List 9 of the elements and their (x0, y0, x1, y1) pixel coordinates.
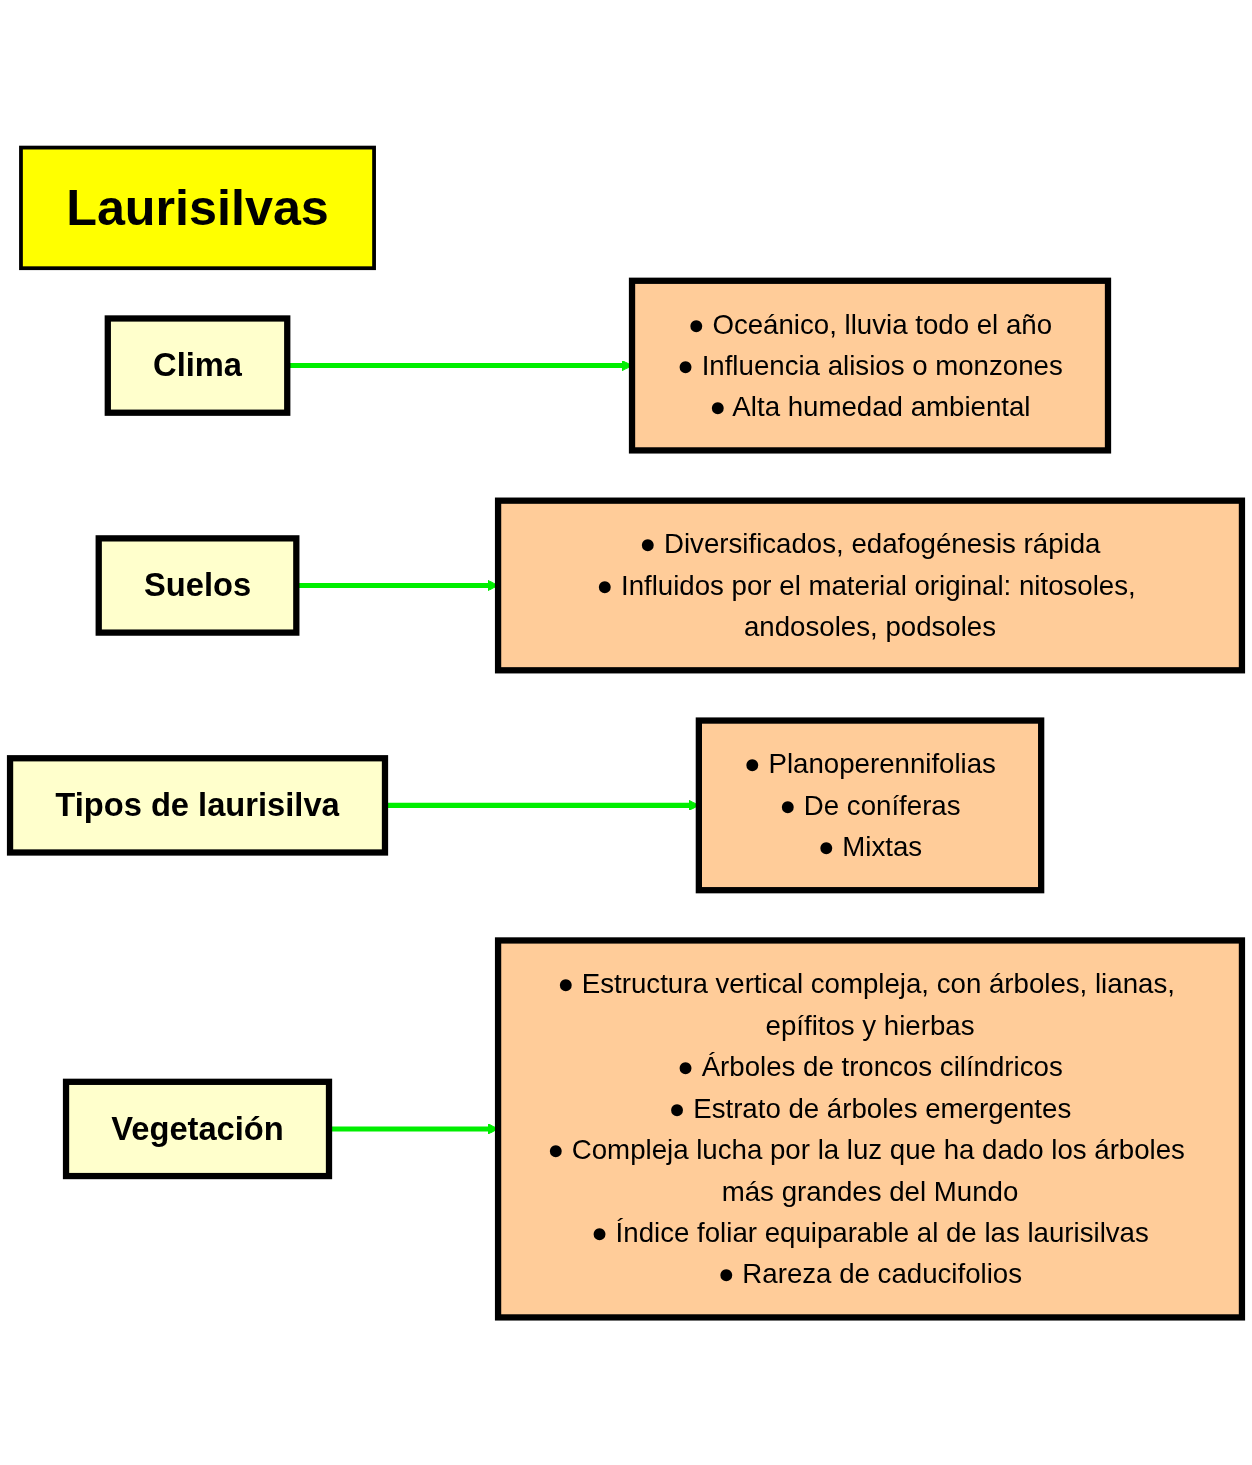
node-box: Clima (104, 315, 291, 416)
node-box: ● Planoperennifolias ● De coníferas ● Mixtas (695, 717, 1045, 894)
node-box: ● Oceánico, lluvia todo el año ● Influencia alisios o monzones ● Alta humedad ambiental (628, 277, 1112, 454)
node-box: ● Estructura vertical compleja, con árboles, lianas, epífitos y hierbas ● Árboles de troncos cilíndricos ● Estrato de árboles emergentes ● Compleja lucha por la luz que ha dado los árboles más grandes del Mundo ● Índice foliar equiparable al de las laurisilvas ● Rareza de caducifolios (494, 937, 1246, 1321)
node-box: Vegetación (62, 1078, 333, 1180)
node-box: Suelos (95, 535, 300, 636)
node-box: Tipos de laurisilva (6, 755, 389, 856)
node-box: ● Diversificados, edafogénesis rápida ● Influidos por el material original: nitosoles, andosoles, podsoles (494, 497, 1246, 674)
node-box: Laurisilvas (19, 145, 376, 271)
